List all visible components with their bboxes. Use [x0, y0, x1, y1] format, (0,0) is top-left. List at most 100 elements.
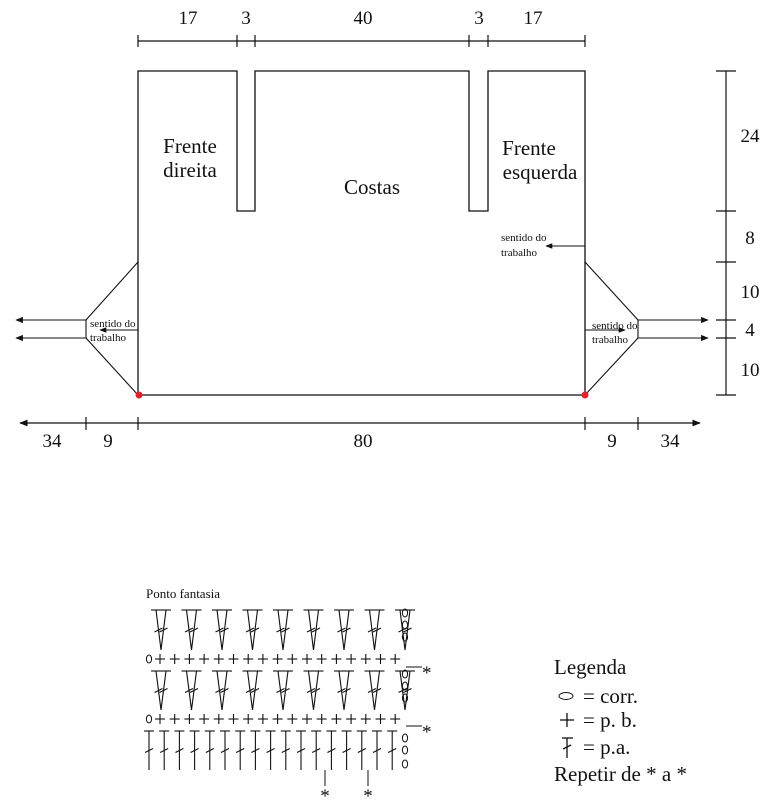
bottom-dim-5: 34 — [661, 431, 681, 452]
legend-item-single-crochet: = p. b. — [583, 708, 637, 732]
fan-row-top-dc-a-bar — [367, 627, 377, 633]
garment-outline — [137, 70, 586, 396]
side-arrows — [15, 316, 709, 342]
fan-row-mid-dc-b-bar — [189, 688, 199, 693]
fan-row-mid-dc-a-bar — [154, 688, 163, 693]
bottom-row-chain — [401, 733, 409, 743]
bottom-row-dc-bar — [357, 748, 367, 753]
top-dim-5: 17 — [524, 8, 543, 29]
bottom-row-chain — [401, 759, 409, 769]
bottom-dim-2: 9 — [103, 431, 113, 452]
fan-row-top-dc-a-bar — [245, 627, 255, 633]
fan-row-top-dc-a-bar — [276, 627, 285, 633]
back-label: Costas — [344, 175, 400, 199]
fan-row-mid-dc-b-bar — [403, 688, 412, 693]
bottom-row-dc-bar — [296, 748, 306, 753]
fan-row-mid-dc-a-bar — [276, 688, 285, 693]
fan-row-mid-dc-a-bar — [184, 688, 194, 693]
top-dimension-line — [137, 35, 586, 47]
chain-oval-icon — [558, 692, 574, 700]
bottom-dim-4: 9 — [607, 431, 617, 452]
bottom-row-dc-bar — [205, 748, 215, 753]
repeat-mark-2: * — [422, 722, 432, 743]
bottom-row-dc-bar — [159, 748, 169, 753]
fan-row-mid-dc-a-bar — [306, 688, 316, 693]
double-crochet-icon — [562, 737, 573, 758]
bottom-dimension-line — [19, 417, 701, 430]
right-dim-1: 24 — [741, 126, 761, 147]
fan-row-top-dc-b-bar — [403, 627, 412, 633]
right-dim-3: 10 — [741, 282, 760, 303]
work-direction-arrows — [99, 243, 626, 333]
right-dimension-line — [716, 70, 736, 396]
front-left-label-line2: esquerda — [503, 160, 578, 184]
fan-row-mid-dc-a-bar — [398, 688, 407, 693]
work-direction-right-line2: trabalho — [592, 334, 629, 346]
fan-row-mid-dc-a-bar — [215, 688, 224, 693]
fan-row-top-dc-b-bar — [159, 627, 168, 633]
top-dim-4: 3 — [474, 8, 484, 29]
right-corner-marker — [581, 391, 589, 399]
work-direction-back-line1: sentido do — [501, 232, 547, 244]
fan-row-top-dc-b-bar — [311, 627, 321, 633]
fan-row-top-dc-b-bar — [342, 627, 351, 633]
fan-row-mid-dc-b-bar — [311, 688, 321, 693]
bottom-row-dc-bar — [235, 748, 245, 753]
fan-row-mid-chain — [401, 681, 409, 691]
fan-row-mid-dc-b-bar — [342, 688, 351, 693]
bottom-row-dc-bar — [342, 748, 351, 753]
top-dim-1: 17 — [179, 8, 198, 29]
top-dim-2: 3 — [241, 8, 251, 29]
sc-row-1-chain-start — [145, 654, 153, 664]
single-crochet-plus-icon — [560, 713, 574, 727]
fan-row-top-dc-b-bar — [250, 627, 260, 633]
repeat-mark-1: * — [422, 663, 432, 684]
fan-row-mid-dc-a-bar — [337, 688, 346, 693]
bottom-row-chain — [401, 745, 409, 755]
legend-title: Legenda — [554, 655, 627, 679]
fan-row-top-dc-b-bar — [220, 627, 229, 633]
left-corner-marker — [135, 391, 143, 399]
fan-row-top-dc-a-bar — [184, 627, 194, 633]
right-dim-5: 10 — [741, 360, 760, 381]
bottom-row-dc-bar — [327, 748, 336, 753]
bottom-row-dc-bar — [175, 748, 184, 753]
front-right-label-line1: Frente — [163, 134, 217, 158]
fan-row-top-dc-b-bar — [372, 627, 382, 633]
bottom-row-dc-bar — [220, 748, 230, 753]
fan-row-top-dc-a-bar — [306, 627, 316, 633]
top-dim-3: 40 — [354, 8, 373, 29]
bottom-row-dc-bar — [281, 748, 291, 753]
bottom-row-dc-bar — [266, 748, 275, 753]
fan-row-mid-dc-b-bar — [372, 688, 382, 693]
bottom-row-dc-bar — [251, 748, 260, 753]
fan-row-top-dc-a-bar — [337, 627, 346, 633]
work-direction-left-line1: sentido do — [90, 318, 136, 330]
legend-repeat-note: Repetir de * a * — [554, 762, 687, 786]
fan-row-top-chain — [401, 608, 409, 618]
repeat-mark-3: * — [320, 786, 330, 807]
fan-row-top-dc-b-bar — [189, 627, 199, 633]
bottom-dim-1: 34 — [43, 431, 63, 452]
work-direction-right-line1: sentido do — [592, 320, 638, 332]
fan-row-top-chain — [401, 620, 409, 630]
stitch-chart — [144, 608, 415, 770]
bottom-row-dc-bar — [144, 748, 154, 753]
bottom-row-dc-bar — [387, 748, 397, 753]
sc-row-2-chain-start — [145, 714, 153, 724]
front-left-label-line1: Frente — [502, 136, 556, 160]
right-dim-4: 4 — [745, 320, 755, 341]
fan-row-mid-dc-a-bar — [367, 688, 377, 693]
work-direction-left-line2: trabalho — [90, 332, 127, 344]
fan-row-mid-dc-b-bar — [220, 688, 229, 693]
fan-row-mid-dc-a-bar — [245, 688, 255, 693]
left-sleeve-triangle — [85, 261, 139, 396]
fan-row-mid-chain — [401, 669, 409, 679]
fan-row-mid-dc-b-bar — [159, 688, 168, 693]
fan-row-top-dc-b-bar — [281, 627, 290, 633]
right-sleeve-triangle — [584, 261, 639, 396]
bottom-row-dc-bar — [372, 748, 382, 753]
fan-row-top-dc-a-bar — [154, 627, 163, 633]
fan-row-top-dc-a-bar — [215, 627, 224, 633]
